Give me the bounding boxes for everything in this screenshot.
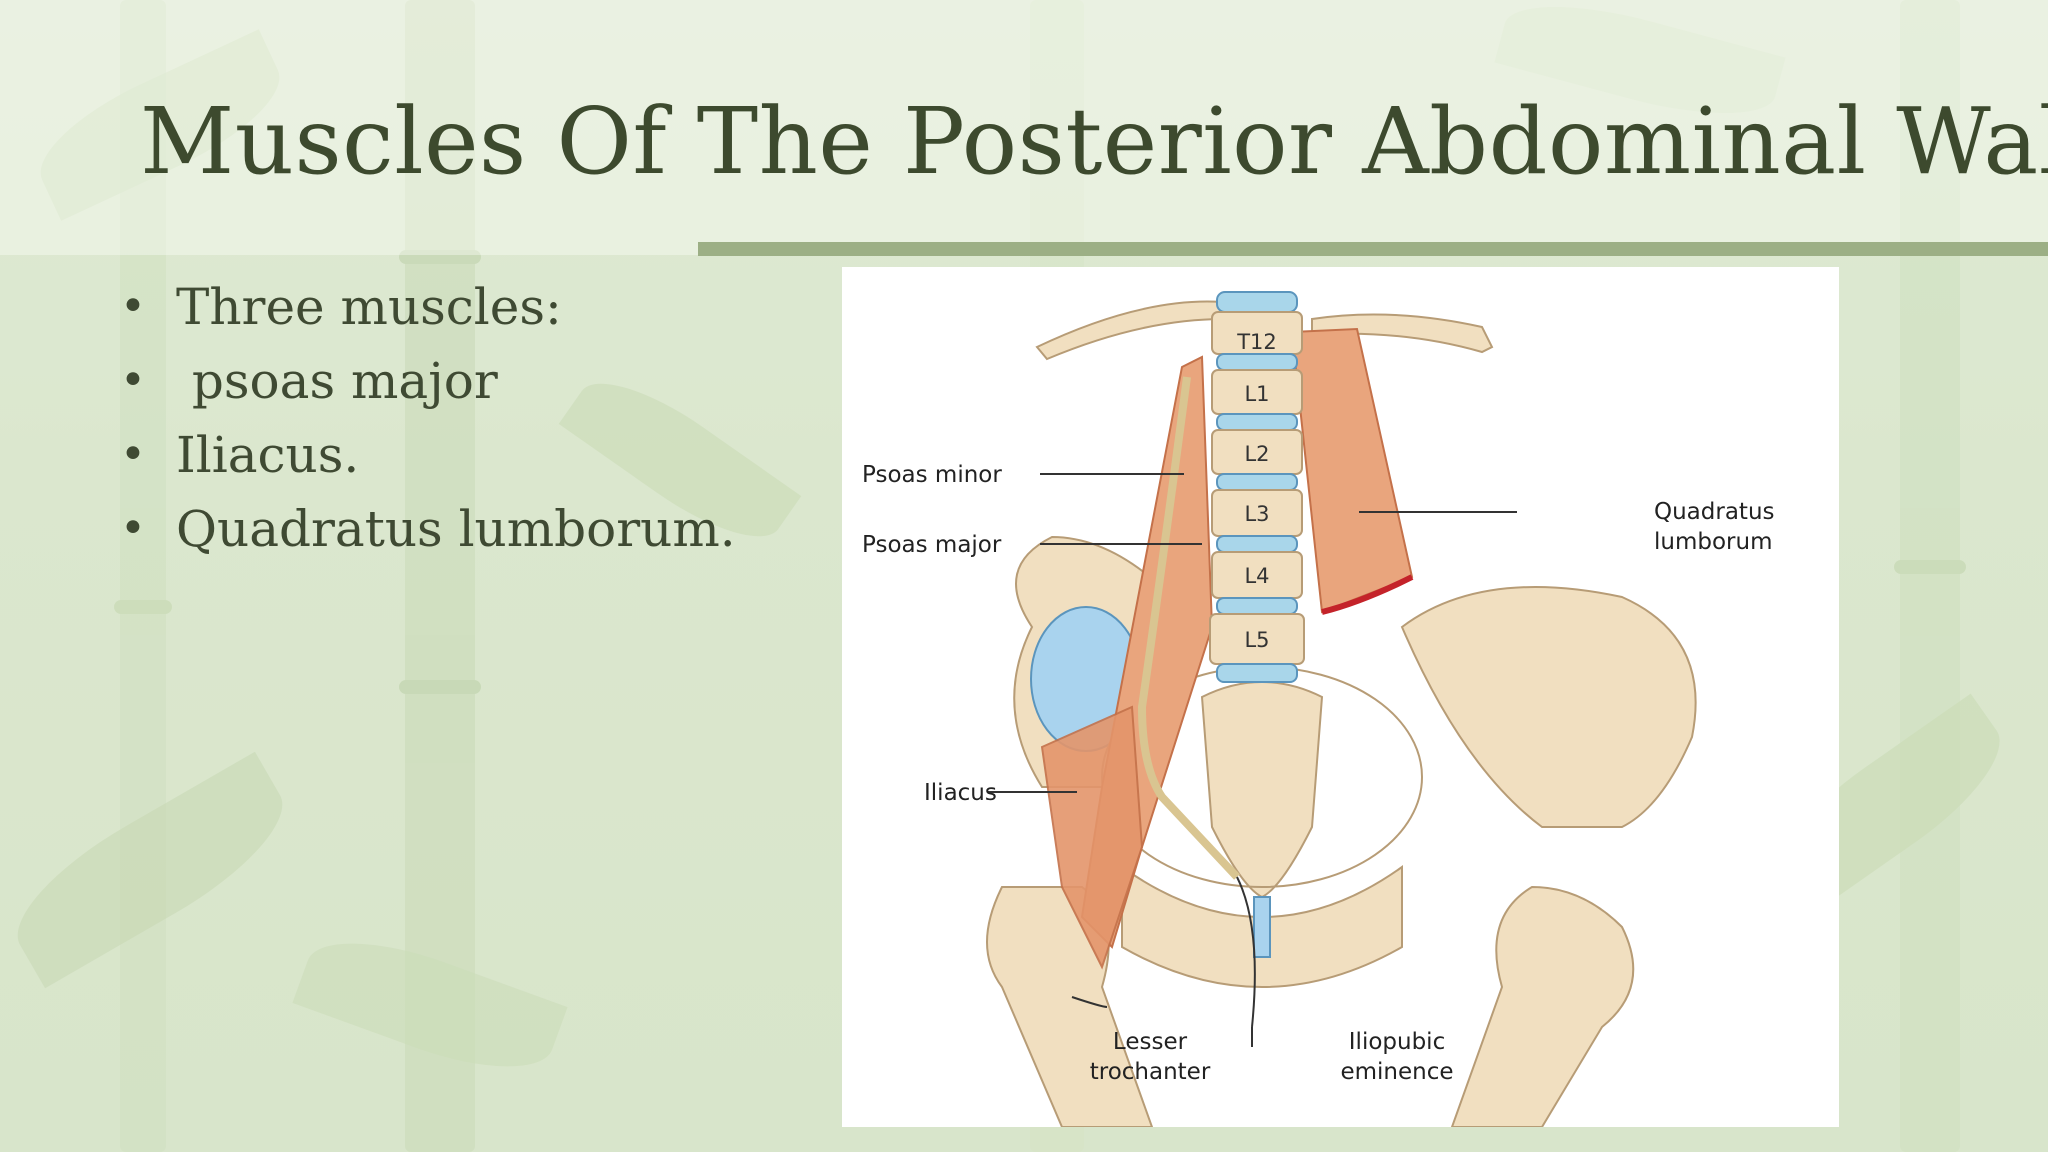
- label-quadratus: Quadratus: [1654, 499, 1775, 525]
- label-lumborum: lumborum: [1654, 529, 1772, 555]
- quadratus-lumborum: [1290, 327, 1414, 614]
- label-lesser: Lesser: [1113, 1029, 1188, 1055]
- iliacus-muscle: [1040, 705, 1144, 970]
- bullet-item: Three muscles:: [118, 270, 736, 344]
- vertebral-column: T12 L1 L2 L3 L4 L5: [1209, 291, 1305, 683]
- label-psoas-major: Psoas major: [862, 532, 1002, 558]
- vertebra-label: T12: [1236, 330, 1277, 354]
- label-psoas-minor: Psoas minor: [862, 462, 1002, 488]
- anatomy-figure: T12 L1 L2 L3 L4 L5 Psoas minor Psoas maj…: [842, 267, 1839, 1127]
- label-trochanter: trochanter: [1090, 1059, 1211, 1085]
- bullet-item: Quadratus lumborum.: [118, 492, 736, 566]
- label-eminence: eminence: [1340, 1059, 1453, 1085]
- vertebra-label: L4: [1244, 564, 1269, 588]
- psoas-minor-tendon: [1137, 376, 1240, 880]
- vertebra-label: L3: [1244, 502, 1269, 526]
- iliac-crest-attachment: [1321, 574, 1414, 615]
- right-hip-bone: [1400, 586, 1697, 828]
- title-band: [0, 0, 2048, 255]
- bullet-item: Iliacus.: [118, 418, 736, 492]
- vertebra-label: L2: [1244, 442, 1269, 466]
- bullet-item: psoas major: [118, 344, 736, 418]
- leader-line: [1071, 996, 1108, 1008]
- title-underline: [698, 242, 2048, 256]
- slide-title: Muscles Of The Posterior Abdominal Wall: [140, 88, 2048, 195]
- sacrum: [1200, 681, 1324, 899]
- bullet-list: Three muscles: psoas major Iliacus. Quad…: [118, 270, 736, 566]
- leader-line: [1236, 876, 1256, 1047]
- vertebra-label: L5: [1244, 628, 1269, 652]
- pubic-symphysis: [1253, 896, 1271, 958]
- label-iliacus: Iliacus: [924, 780, 997, 806]
- label-iliopubic: Iliopubic: [1349, 1029, 1445, 1055]
- twelfth-rib: [1311, 313, 1494, 354]
- vertebra-label: L1: [1244, 382, 1269, 406]
- right-femur: [1450, 885, 1635, 1127]
- twelfth-rib: [1035, 300, 1226, 361]
